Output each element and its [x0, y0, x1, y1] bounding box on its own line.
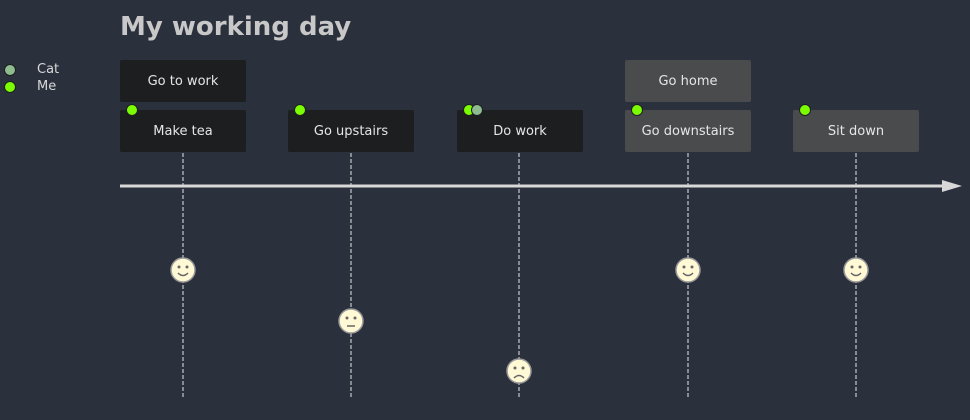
task-sit-down: Sit down [793, 110, 919, 152]
task-do-work: Do work [457, 110, 583, 152]
actor-marker-me [294, 104, 306, 116]
legend-label-cat: Cat [37, 62, 60, 77]
legend-dot-me [4, 80, 16, 93]
happy-face-icon [843, 257, 869, 283]
happy-face-icon [675, 257, 701, 283]
neutral-face-icon [338, 308, 364, 334]
task-go-downstairs: Go downstairs [625, 110, 751, 152]
section-go-to-work: Go to work [120, 60, 246, 102]
legend-item-cat: Cat [4, 61, 59, 78]
legend-label-me: Me [37, 79, 57, 94]
diagram-title: My working day [120, 12, 352, 42]
actor-legend: Cat Me [4, 61, 59, 95]
actor-marker-me [631, 104, 643, 116]
legend-dot-cat [4, 63, 16, 76]
sad-face-icon [506, 358, 532, 384]
task-go-upstairs: Go upstairs [288, 110, 414, 152]
section-go-home: Go home [625, 60, 751, 102]
task-make-tea: Make tea [120, 110, 246, 152]
actor-marker-me [799, 104, 811, 116]
actor-marker-cat [471, 104, 483, 116]
timeline-arrowhead [942, 180, 962, 192]
happy-face-icon [170, 257, 196, 283]
legend-item-me: Me [4, 78, 59, 95]
actor-marker-me [126, 104, 138, 116]
